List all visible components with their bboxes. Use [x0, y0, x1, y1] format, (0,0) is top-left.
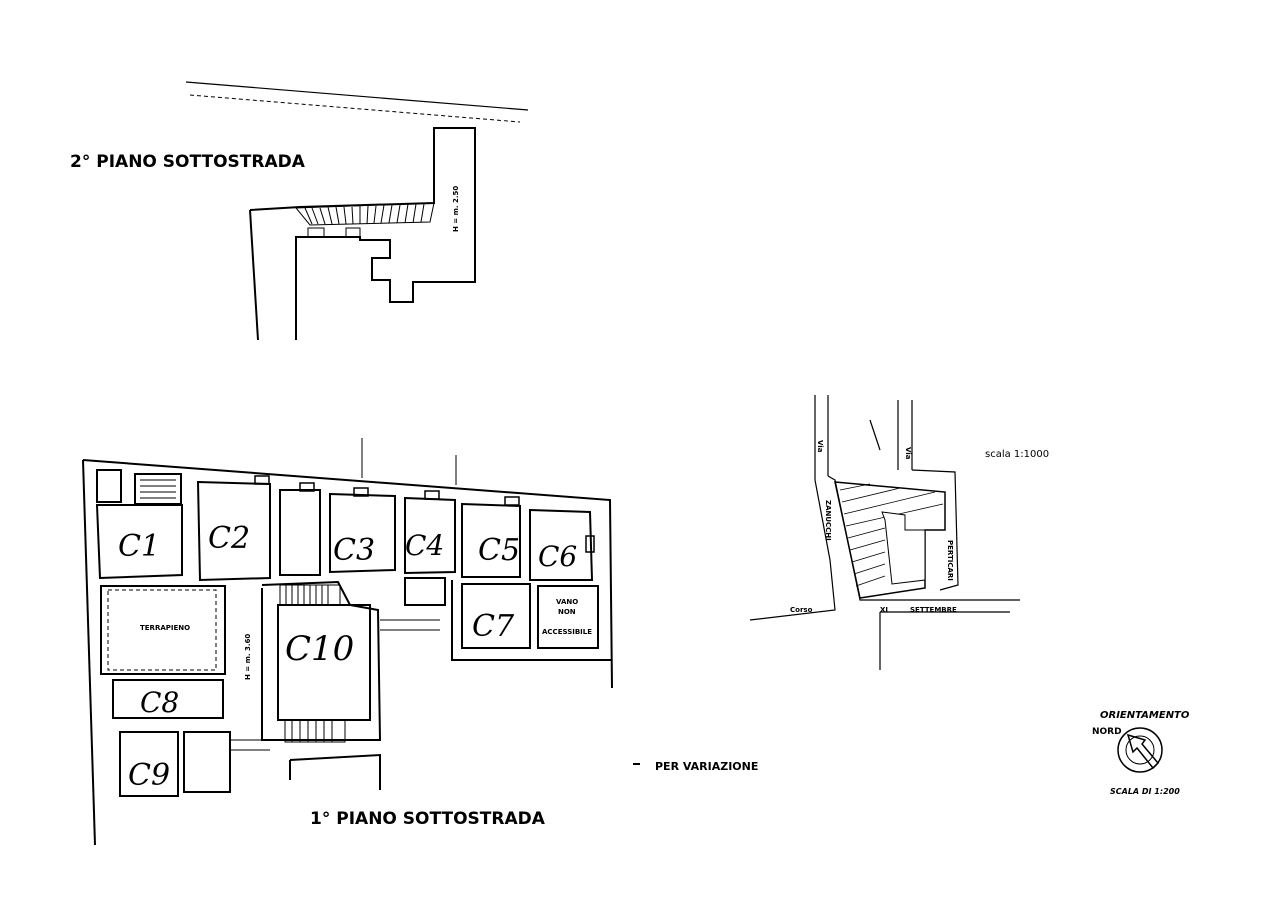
- first-basement-plan: TERRAPIENO H = m. 3.60 VANO NON ACCESSIB…: [82, 438, 613, 846]
- lower-right-wall: [451, 580, 612, 661]
- room-corridor-outline: [279, 489, 321, 576]
- vano-label-1: VANO: [556, 598, 578, 606]
- room-label-c6: C6: [538, 540, 577, 573]
- cellar-row: [95, 469, 595, 582]
- room-c5-outline: [461, 502, 521, 578]
- terrapieno-area: [107, 589, 217, 671]
- street-line: [185, 81, 529, 111]
- street-xi: XI: [880, 606, 888, 614]
- street-dashed-line: [189, 94, 521, 123]
- room-label-c3: C3: [333, 533, 375, 568]
- room-label-c7: C7: [472, 609, 515, 644]
- room-label-c2: C2: [208, 521, 250, 556]
- vano-label-2: NON: [558, 608, 576, 616]
- c4-annex: [404, 577, 446, 606]
- room-labels: C1 C2 C3 C4 C5 C6 C7 C8 C9 C10: [118, 521, 577, 793]
- first-basement-height: H = m. 3.60: [244, 634, 252, 680]
- room-c7-outline: [461, 583, 531, 649]
- lower-walls: [289, 753, 381, 790]
- stair-c1: [134, 473, 182, 505]
- room-label-c5: C5: [478, 533, 520, 568]
- location-map: scala 1:1000 Via ZANUCCHI Via PERTICARI …: [749, 395, 1049, 670]
- location-map-building: [881, 511, 926, 585]
- room-label-c1: C1: [118, 529, 160, 564]
- room-c8-outline: [112, 679, 224, 719]
- lower-passage: [230, 739, 270, 751]
- second-basement-walls: [249, 127, 476, 340]
- location-map-scale: scala 1:1000: [985, 449, 1049, 460]
- street-via-right: Via: [904, 447, 912, 460]
- room-c2-outline: [196, 480, 271, 582]
- terrapieno-wall: [100, 585, 226, 675]
- terrapieno-label: TERRAPIENO: [140, 624, 190, 632]
- variation-note: PER VARIAZIONE: [655, 760, 758, 773]
- street-via-left: Via: [816, 440, 824, 453]
- second-basement-stair: [294, 202, 435, 238]
- room-c1-vent: [96, 469, 122, 503]
- street-zanucchi: ZANUCCHI: [824, 500, 832, 541]
- orientation-north-label: NORD: [1092, 727, 1122, 737]
- second-basement-height: H = m. 2.50: [452, 186, 460, 232]
- vano-outline: [537, 585, 599, 649]
- street-corso: Corso: [790, 606, 813, 614]
- room-label-c4: C4: [405, 529, 444, 562]
- orientation-scale: SCALA DI 1:200: [1110, 787, 1180, 796]
- vano-label-3: ACCESSIBILE: [542, 628, 592, 636]
- outer-boundary-left: [82, 459, 96, 846]
- orientation-title: ORIENTAMENTO: [1100, 710, 1190, 721]
- orientation-block: ORIENTAMENTO NORD SCALA DI 1:200: [1092, 710, 1190, 796]
- street-perticari: PERTICARI: [946, 540, 954, 581]
- outer-boundary-top: [82, 459, 613, 689]
- second-basement-outer-wall: [249, 209, 259, 341]
- corridor-passage: [380, 619, 440, 631]
- room-c9-outline: [119, 731, 179, 797]
- room-c3-outline: [329, 492, 396, 574]
- room-label-c9: C9: [128, 758, 170, 793]
- stair-c10: [279, 584, 346, 743]
- first-basement-title: 1° PIANO SOTTOSTRADA: [310, 809, 546, 829]
- north-arrow-icon: [1117, 727, 1163, 773]
- room-label-c10: C10: [285, 629, 354, 669]
- second-basement-title: 2° PIANO SOTTOSTRADA: [70, 152, 306, 172]
- location-map-streets: Via ZANUCCHI Via PERTICARI Corso XI SETT…: [790, 440, 957, 614]
- second-basement-plan: 2° PIANO SOTTOSTRADA H = m. 2.50: [70, 81, 529, 341]
- room-label-c8: C8: [140, 686, 179, 719]
- side-room-outline: [183, 731, 231, 793]
- street-settembre: SETTEMBRE: [910, 606, 957, 614]
- room-c6-outline: [529, 508, 594, 581]
